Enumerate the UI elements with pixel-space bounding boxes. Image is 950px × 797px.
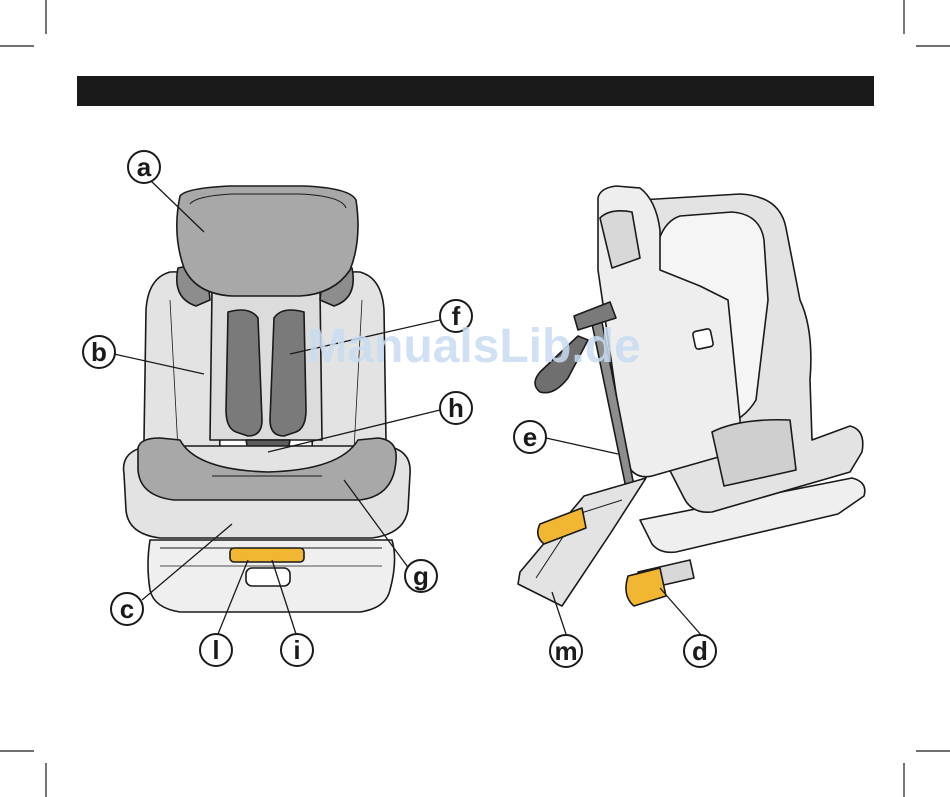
callout-label-a: a: [137, 152, 152, 182]
callout-label-m: m: [554, 636, 577, 666]
callout-m: m: [550, 635, 582, 667]
rear-view-car-seat: [518, 186, 865, 606]
callout-a: a: [128, 151, 160, 183]
callout-label-i: i: [293, 635, 300, 665]
callout-label-g: g: [413, 561, 429, 591]
callout-h: h: [440, 392, 472, 424]
callout-label-e: e: [523, 422, 537, 452]
headrest-shape: [177, 186, 358, 296]
callout-l: l: [200, 634, 232, 666]
recline-handle-shape: [230, 548, 304, 562]
callout-g: g: [405, 560, 437, 592]
front-view-car-seat: [124, 186, 411, 612]
callout-b: b: [83, 336, 115, 368]
callout-label-l: l: [212, 635, 219, 665]
shoulder-strap-right: [270, 310, 306, 436]
callout-label-d: d: [692, 636, 708, 666]
callout-i: i: [281, 634, 313, 666]
callout-label-b: b: [91, 337, 107, 367]
callout-e: e: [514, 421, 546, 453]
header-bar: [77, 76, 874, 106]
isofix-connector-shape: [626, 568, 666, 606]
callout-d: d: [684, 635, 716, 667]
callout-label-c: c: [120, 594, 134, 624]
shoulder-strap-left: [226, 310, 262, 436]
watermark-text: ManualsLib.de: [307, 320, 640, 373]
callout-label-h: h: [448, 393, 464, 423]
callout-c: c: [111, 593, 143, 625]
